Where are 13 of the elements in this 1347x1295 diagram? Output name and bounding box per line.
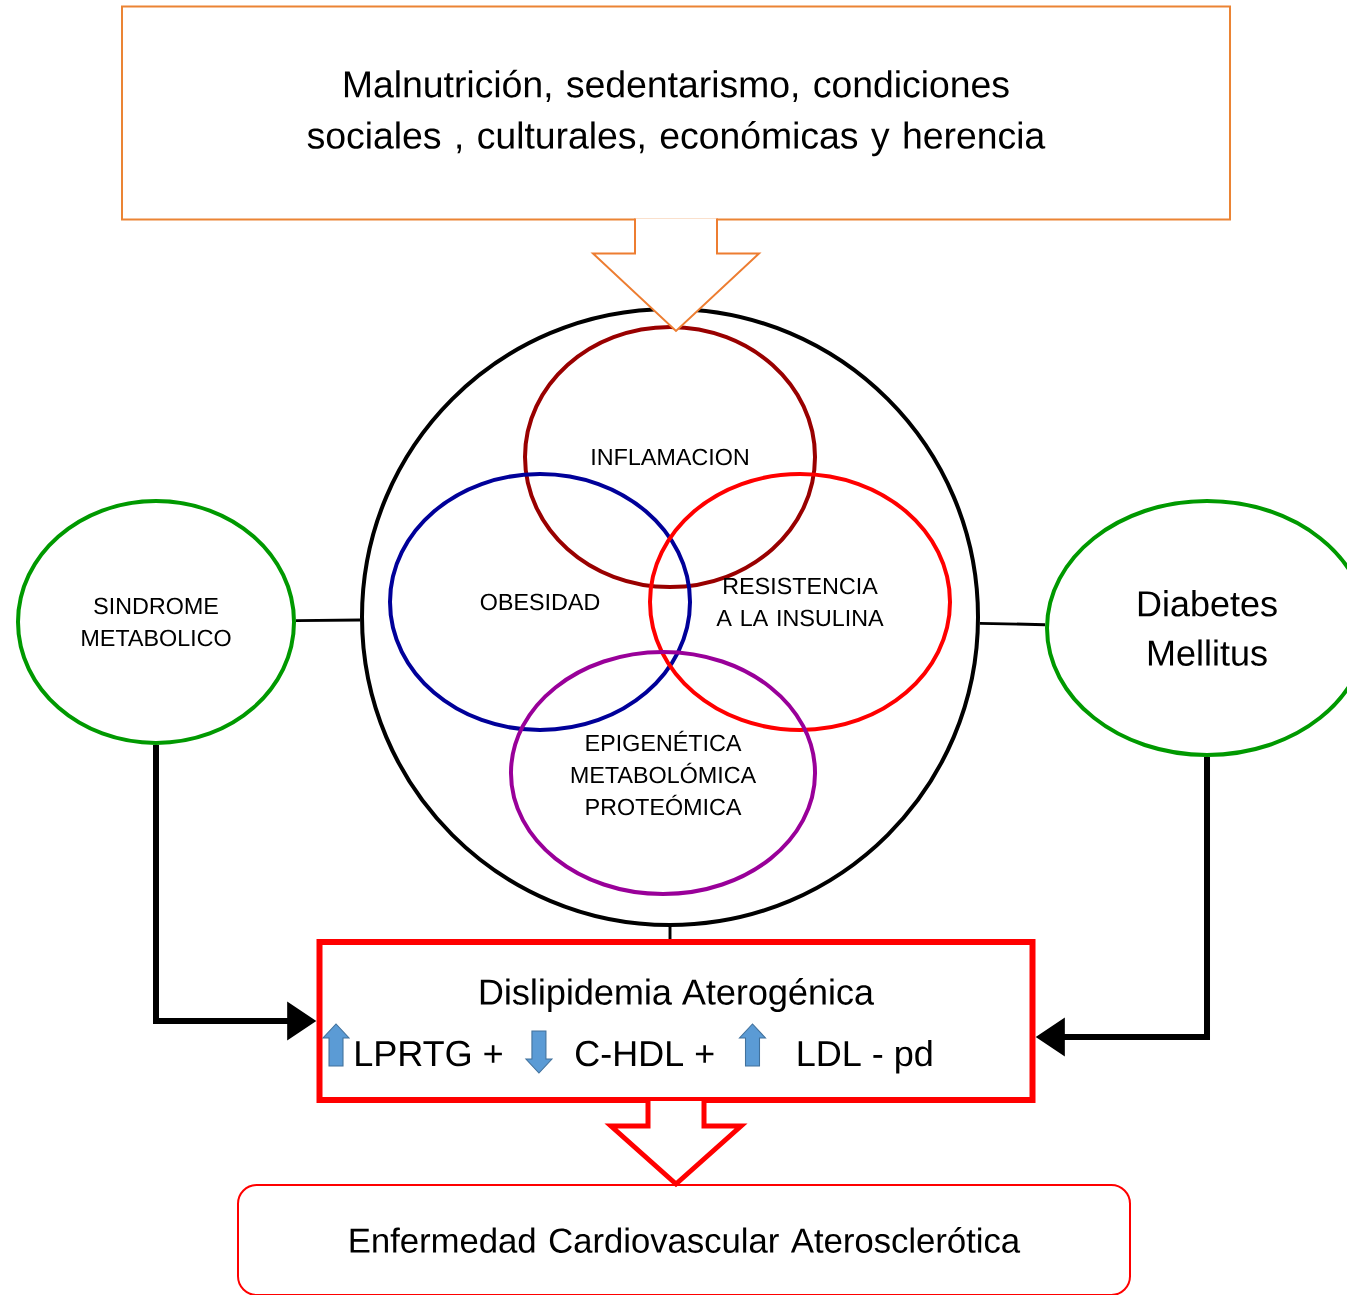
result-box: Dislipidemia Aterogénica LPRTG + C-HDL + LDL - pd <box>316 939 1036 1103</box>
circle <box>360 307 980 927</box>
node-label: LPRTG + <box>356 1040 502 1067</box>
callout-box: Malnutrición, sedentarismo, condiciones sociales , culturales, económicas y herencia <box>121 5 1231 221</box>
node-label: Dislipidemia Aterogénica <box>480 978 874 1012</box>
connector-line <box>668 927 672 939</box>
connector-line <box>979 621 1046 627</box>
block-arrow <box>590 217 762 333</box>
node-label: C-HDL + <box>576 1040 714 1067</box>
connector-line <box>295 618 361 623</box>
node-label: LDL - pd <box>798 1039 932 1074</box>
block-arrow <box>604 1098 748 1188</box>
outcome-box: Enfermedad Cardiovascular Aterosclerótica <box>237 1184 1131 1295</box>
